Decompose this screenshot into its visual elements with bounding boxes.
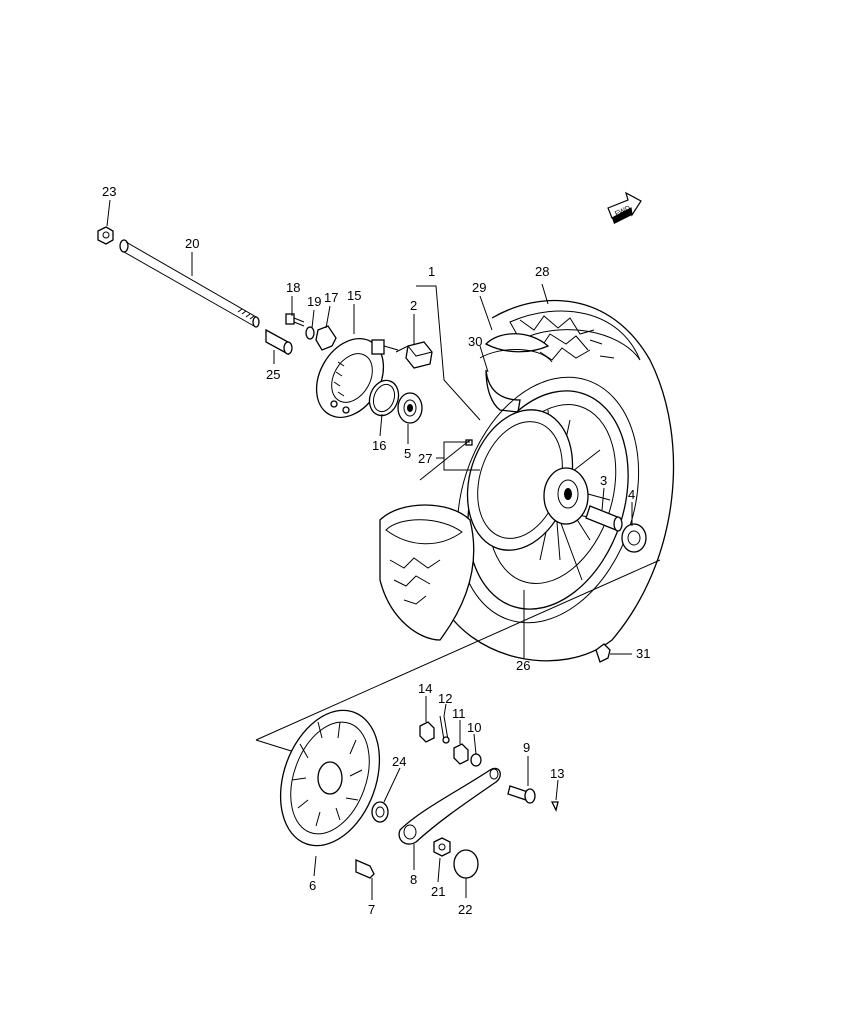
callout-8: 8 — [410, 872, 417, 887]
callout-5: 5 — [404, 446, 411, 461]
part-5-bearing — [397, 392, 423, 424]
part-12-cotter-pin — [439, 715, 450, 744]
callout-16: 16 — [372, 438, 386, 453]
callout-2: 2 — [410, 298, 417, 313]
part-11-nut — [453, 743, 469, 765]
part-14-nut — [419, 721, 435, 743]
callout-26: 26 — [516, 658, 530, 673]
callout-22: 22 — [458, 902, 472, 917]
callout-15: 15 — [347, 288, 361, 303]
callout-23: 23 — [102, 184, 116, 199]
part-17-lock-plate — [315, 325, 337, 351]
callout-14: 14 — [418, 681, 432, 696]
callout-17: 17 — [324, 290, 338, 305]
part-25-spacer — [265, 328, 293, 356]
tire-section — [379, 504, 475, 641]
part-13-clip — [550, 801, 559, 812]
part-22-cap — [453, 849, 479, 879]
part-9-bolt — [507, 785, 536, 804]
callout-12: 12 — [438, 691, 452, 706]
callout-11: 11 — [452, 706, 466, 721]
fwd-arrow-icon: FWD — [607, 191, 642, 224]
part-16-oil-seal — [368, 379, 400, 417]
part-2-bushing — [395, 341, 433, 369]
callout-31: 31 — [636, 646, 650, 661]
callout-13: 13 — [550, 766, 564, 781]
callout-4: 4 — [628, 487, 635, 502]
callout-19: 19 — [307, 294, 321, 309]
leader-lines — [106, 199, 633, 900]
callout-18: 18 — [286, 280, 300, 295]
callout-10: 10 — [467, 720, 481, 735]
part-23-nut — [97, 226, 114, 245]
part-7-bolt — [355, 859, 375, 879]
part-18-bolt — [285, 313, 305, 327]
part-15-gearbox — [315, 338, 399, 418]
part-19-washer — [305, 326, 315, 340]
callout-25: 25 — [266, 367, 280, 382]
callout-29: 29 — [472, 280, 486, 295]
part-31-valve — [595, 643, 611, 663]
part-21-nut — [433, 837, 451, 857]
callout-9: 9 — [523, 740, 530, 755]
part-4-bearing — [621, 523, 647, 553]
callout-28: 28 — [535, 264, 549, 279]
callout-21: 21 — [431, 884, 445, 899]
callout-24: 24 — [392, 754, 406, 769]
part-3-spacer — [585, 505, 623, 532]
callout-3: 3 — [600, 473, 607, 488]
part-6-brake-disc — [279, 709, 381, 847]
part-29-rim-band — [479, 333, 553, 363]
part-8-torque-arm — [398, 767, 501, 845]
callout-6: 6 — [309, 878, 316, 893]
callout-labels: 23 20 18 19 17 15 2 1 29 28 30 25 16 5 2… — [102, 184, 650, 917]
callout-7: 7 — [368, 902, 375, 917]
callout-1: 1 — [428, 264, 435, 279]
part-10-washer — [470, 753, 482, 767]
part-24-bushing — [371, 801, 389, 823]
wheel-hub — [543, 467, 589, 525]
part-20-axle — [119, 239, 260, 328]
callout-30: 30 — [468, 334, 482, 349]
callout-27: 27 — [418, 451, 432, 466]
callout-20: 20 — [185, 236, 199, 251]
